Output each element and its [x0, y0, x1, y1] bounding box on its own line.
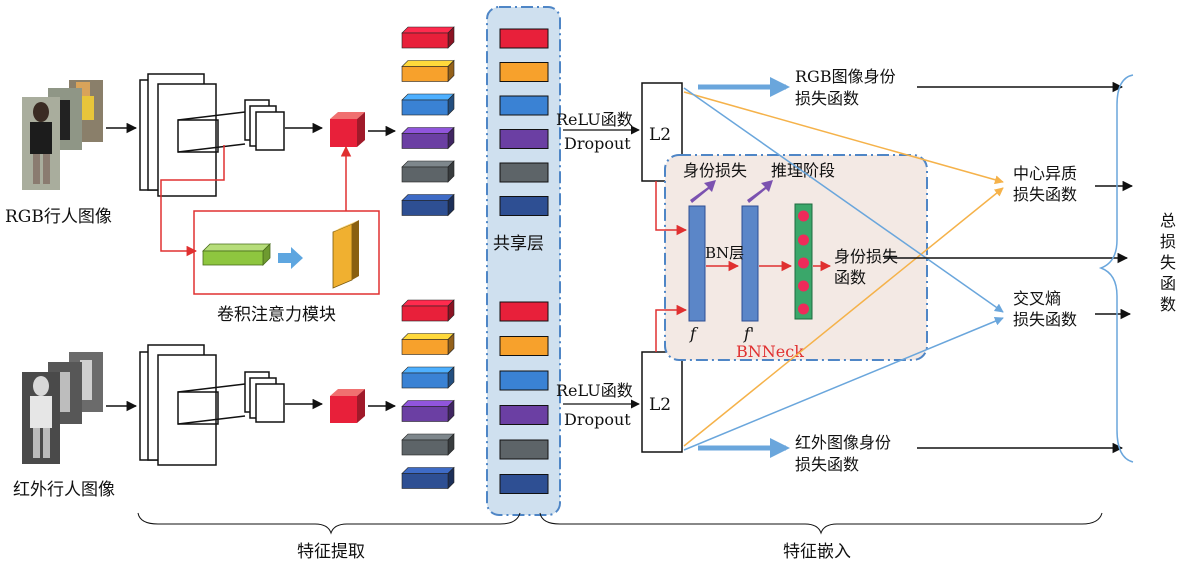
shared-stripe-bottom-2: [500, 371, 548, 390]
ir-feature-stripe-5: [402, 474, 448, 489]
rgb-feature-stripe-5: [402, 195, 454, 201]
ir-feature-stripe-0: [402, 306, 448, 321]
rgb-input-label: RGB行人图像: [5, 207, 112, 227]
shared-stripe-bottom-0: [500, 302, 548, 321]
dropout-label-bottom: Dropout: [564, 410, 631, 429]
rgb-feature-stripe-3: [402, 134, 448, 149]
f-prime-label: f': [743, 324, 754, 343]
rgb-feature-stripe-4: [402, 161, 454, 167]
relu-label-top: ReLU函数: [556, 110, 633, 129]
shared-stripe-bottom-4: [500, 440, 548, 459]
feature-embedding-brace: [540, 513, 1102, 533]
ir-feature-stripes: [402, 300, 454, 489]
feature-f-prime-bar: [742, 206, 758, 321]
feature-f-bar: [689, 206, 705, 321]
ir-input-label: 红外行人图像: [13, 480, 115, 500]
rgb-backbone-block: [106, 74, 322, 196]
bnneck-label: BNNeck: [736, 342, 804, 361]
rgb-feature-stripe-2: [402, 100, 448, 115]
rgb-feature-stripe-5: [402, 201, 448, 216]
shared-layer-panel: [487, 7, 560, 515]
shared-stripe-bottom-3: [500, 406, 548, 425]
identity-loss-fn-line2: 函数: [834, 268, 866, 287]
rgb-feature-stripe-0: [402, 27, 454, 33]
feature-extraction-brace: [138, 513, 520, 533]
ce-loss-line1: 交叉熵: [1013, 289, 1061, 308]
total-loss-char-0: 总: [1160, 211, 1176, 230]
ir-feature-stripe-2: [402, 367, 454, 373]
ir-backbone-block: [106, 345, 322, 465]
rgb-feature-stripe-3: [402, 128, 454, 134]
rgb-feature-stripe-1: [402, 61, 454, 67]
rgb-person-images: [22, 80, 103, 190]
rgb-feature-stripe-4: [402, 167, 448, 182]
total-loss-char-4: 数: [1160, 295, 1176, 314]
l2-label-bottom: L2: [649, 395, 671, 415]
ir-identity-loss-line2: 损失函数: [795, 455, 859, 474]
rgb-feature-stripe-0: [402, 33, 448, 48]
ir-red-cube: [330, 389, 395, 423]
attention-module-label: 卷积注意力模块: [217, 305, 336, 325]
rgb-identity-loss-line2: 损失函数: [795, 89, 859, 108]
ir-feature-stripe-0: [402, 300, 454, 306]
rgb-feature-stripe-2: [402, 94, 454, 100]
ir-feature-stripe-1: [402, 334, 454, 340]
shared-layer-label: 共享层: [493, 234, 544, 254]
ir-identity-loss-line1: 红外图像身份: [795, 433, 891, 452]
center-loss-line2: 损失函数: [1013, 185, 1077, 204]
total-loss-char-1: 损: [1160, 232, 1176, 251]
shared-stripe-bottom-5: [500, 475, 548, 494]
ir-person-images: [22, 352, 103, 464]
total-loss-char-3: 函: [1160, 274, 1176, 293]
feature-extraction-label: 特征提取: [297, 542, 365, 562]
shared-stripe-top-2: [500, 96, 548, 115]
ir-feature-stripe-1: [402, 340, 448, 355]
shared-stripe-top-1: [500, 63, 548, 82]
feature-embedding-label: 特征嵌入: [783, 542, 851, 562]
rgb-feature-stripes: [402, 27, 454, 216]
ir-feature-stripe-3: [402, 401, 454, 407]
ir-feature-stripe-3: [402, 407, 448, 422]
identity-loss-fn-line1: 身份损失: [834, 247, 898, 266]
rgb-identity-loss-line1: RGB图像身份: [795, 67, 896, 86]
identity-loss-label: 身份损失: [683, 161, 747, 180]
shared-stripe-top-4: [500, 163, 548, 182]
shared-stripe-bottom-1: [500, 337, 548, 356]
total-loss-brace: [1101, 75, 1133, 462]
shared-stripe-top-3: [500, 130, 548, 149]
inference-stage-label: 推理阶段: [771, 161, 835, 180]
shared-stripe-top-0: [500, 29, 548, 48]
rgb-feature-stripe-1: [402, 67, 448, 82]
bn-layer-label: BN层: [705, 244, 744, 262]
center-loss-line1: 中心异质: [1013, 164, 1077, 183]
dropout-label-top: Dropout: [564, 134, 631, 153]
ce-loss-line2: 损失函数: [1013, 310, 1077, 329]
total-loss-char-2: 失: [1160, 253, 1176, 272]
ir-feature-stripe-4: [402, 440, 448, 455]
shared-stripe-top-5: [500, 197, 548, 216]
ir-feature-stripe-4: [402, 434, 454, 440]
ir-feature-stripe-2: [402, 373, 448, 388]
l2-label-top: L2: [649, 125, 671, 145]
total-loss-label: 总 损 失 函 数: [1160, 211, 1176, 314]
relu-label-bottom: ReLU函数: [556, 381, 633, 400]
rgb-red-cube: [330, 112, 395, 147]
ir-feature-stripe-5: [402, 468, 454, 474]
classifier-column: [795, 204, 812, 319]
